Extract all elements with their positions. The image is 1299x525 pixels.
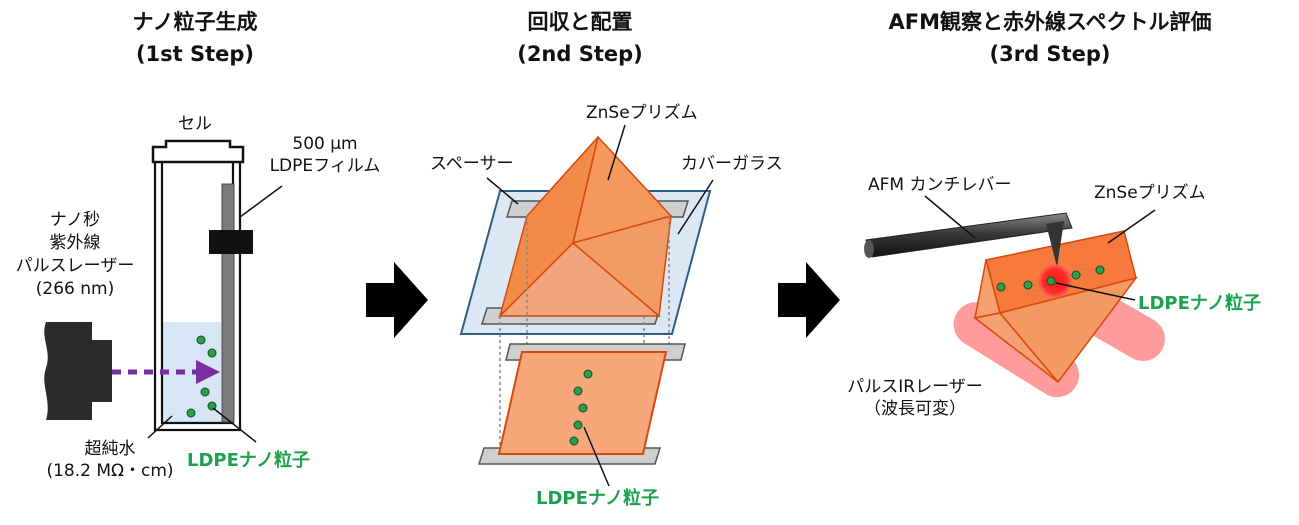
prism-base-lower bbox=[497, 351, 668, 455]
prism2-leader bbox=[607, 124, 626, 181]
laser-label-line4: (266 nm) bbox=[35, 279, 115, 299]
prism-front-face bbox=[498, 241, 662, 317]
step3-particles-label: LDPEナノ粒子 bbox=[1138, 293, 1261, 314]
cantilever-label: AFM カンチレバー bbox=[868, 175, 1012, 195]
cover-glass-label: カバーガラス bbox=[681, 154, 783, 174]
laser-label-line1: ナノ秒 bbox=[49, 210, 101, 230]
cantilever-leader bbox=[924, 195, 976, 239]
particles1-leader bbox=[212, 407, 257, 443]
ldpe-film bbox=[221, 183, 235, 423]
laser-label: ナノ秒 紫外線 パルスレーザー (266 nm) bbox=[10, 209, 140, 301]
film-clip bbox=[209, 230, 253, 254]
step-arrow-1 bbox=[366, 262, 428, 338]
cantilever-end bbox=[864, 240, 874, 258]
step2-particles bbox=[569, 369, 593, 446]
water-label: 超純水 (18.2 MΩ・cm) bbox=[20, 438, 200, 482]
step2-title-text: 回収と配置 bbox=[527, 10, 633, 34]
ir-laser-label-line1: パルスIRレーザー bbox=[847, 377, 983, 397]
step1-subtitle: (1st Step) bbox=[135, 42, 255, 66]
uv-laser-arrowhead bbox=[196, 360, 220, 384]
step3-title: AFM観察と赤外線スペクトル評価 (3rd Step) bbox=[850, 6, 1250, 70]
film-label: 500 µm LDPEフィルム bbox=[255, 133, 395, 177]
step3-prism-label: ZnSeプリズム bbox=[1094, 183, 1206, 203]
step1-title: ナノ粒子生成 (1st Step) bbox=[95, 6, 295, 70]
laser-head bbox=[44, 322, 113, 420]
step1-title-text: ナノ粒子生成 bbox=[132, 10, 258, 34]
prism-ridge bbox=[572, 136, 599, 244]
film-label-line2: LDPEフィルム bbox=[269, 156, 381, 176]
cell-cap bbox=[151, 139, 245, 164]
water-label-line1: 超純水 bbox=[84, 439, 136, 459]
film-leader bbox=[239, 185, 283, 218]
step2-particles-label: LDPEナノ粒子 bbox=[536, 488, 659, 509]
step-arrow-2 bbox=[778, 262, 840, 338]
film-label-line1: 500 µm bbox=[292, 134, 358, 154]
spacer2-leader bbox=[486, 177, 519, 205]
cell-outline bbox=[153, 162, 242, 432]
laser-label-line3: パルスレーザー bbox=[15, 256, 135, 276]
step2-title: 回収と配置 (2nd Step) bbox=[480, 6, 680, 70]
step3-title-text: AFM観察と赤外線スペクトル評価 bbox=[888, 10, 1212, 34]
cell-label: セル bbox=[178, 114, 212, 134]
spacer-label: スペーサー bbox=[430, 154, 514, 174]
step1-particles-label: LDPEナノ粒子 bbox=[187, 450, 310, 471]
step2-subtitle: (2nd Step) bbox=[517, 42, 643, 66]
step3-particles bbox=[996, 265, 1105, 292]
water-leader bbox=[147, 415, 173, 439]
particles3-leader bbox=[1055, 282, 1136, 301]
ir-laser-label-line2: （波長可変） bbox=[864, 399, 966, 419]
glass2-leader bbox=[677, 179, 714, 235]
ir-laser-label: パルスIRレーザー （波長可変） bbox=[830, 376, 1000, 420]
cantilever-tip bbox=[1046, 221, 1064, 267]
step2-prism-label: ZnSeプリズム bbox=[586, 103, 698, 123]
particles2-leader bbox=[583, 426, 610, 487]
step3-subtitle: (3rd Step) bbox=[989, 42, 1111, 66]
water-label-line2: (18.2 MΩ・cm) bbox=[46, 461, 174, 481]
laser-label-line2: 紫外線 bbox=[49, 233, 101, 253]
prism3-right bbox=[998, 276, 1138, 384]
prism3-leader bbox=[1107, 209, 1156, 244]
step1-particles bbox=[186, 335, 217, 418]
